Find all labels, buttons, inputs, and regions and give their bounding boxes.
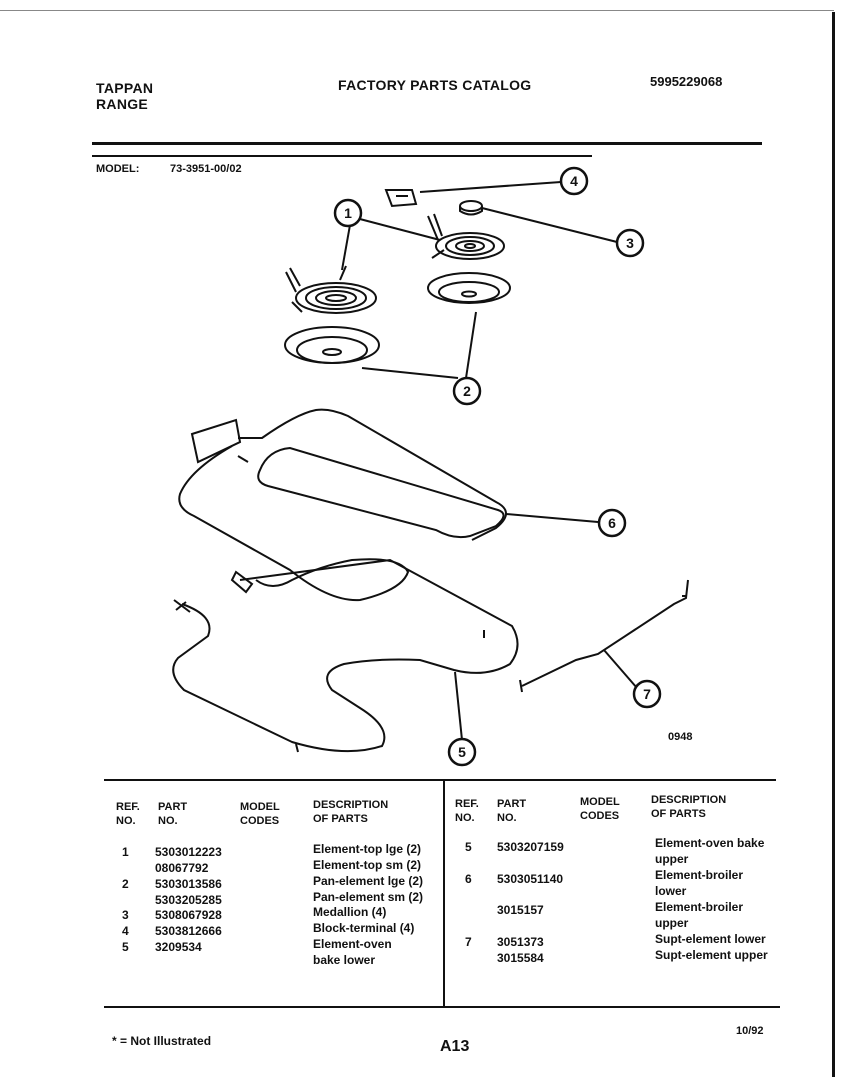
callout-4: 4 — [559, 166, 589, 196]
table-bottom-rule — [104, 1006, 780, 1008]
right-row-7-ref: 7 — [465, 935, 472, 949]
bake-element — [172, 558, 519, 753]
page-top-edge — [0, 10, 834, 11]
header-ref-no: REF.NO. — [116, 801, 140, 827]
page-number: A13 — [440, 1038, 470, 1055]
svg-text:4: 4 — [570, 173, 578, 189]
left-row-6-ref: 4 — [122, 924, 129, 938]
drip-pan-small — [427, 272, 511, 304]
leader-7 — [603, 649, 638, 689]
callout-6: 6 — [597, 508, 627, 538]
left-row-7-desc: Element-oven — [313, 937, 392, 951]
footnote: * = Not Illustrated — [112, 1034, 212, 1048]
catalog-title: FACTORY PARTS CATALOG — [338, 77, 532, 93]
right-row-5-desc: Element-broiler — [655, 900, 744, 914]
leader-3 — [481, 207, 618, 243]
right-row-3-part: 5303051140 — [497, 872, 564, 886]
right-row-2-desc: upper — [655, 852, 689, 866]
surface-element-small — [427, 213, 505, 260]
left-row-8-desc: bake lower — [313, 953, 376, 967]
left-row-5-part: 5308067928 — [155, 908, 222, 922]
page-right-border — [832, 12, 835, 1077]
left-row-6-part: 5303812666 — [155, 924, 222, 938]
right-row-1-part: 5303207159 — [497, 840, 564, 854]
leader-2b — [465, 311, 477, 379]
left-row-2-desc: Element-top sm (2) — [313, 858, 422, 872]
right-row-5-part: 3015157 — [497, 903, 544, 917]
table-top-rule — [104, 779, 776, 781]
left-row-3-part: 5303013586 — [155, 877, 222, 891]
svg-text:2: 2 — [463, 383, 471, 399]
left-row-4-part: 5303205285 — [155, 893, 222, 907]
left-row-7-part: 3209534 — [155, 940, 202, 954]
model-number: 73-3951-00/02 — [170, 163, 242, 175]
left-row-4-desc: Pan-element sm (2) — [313, 890, 424, 904]
medallion — [459, 200, 483, 216]
callout-7: 7 — [632, 679, 662, 709]
left-row-1-ref: 1 — [122, 845, 129, 859]
left-row-6-desc: Block-terminal (4) — [313, 921, 415, 935]
header-subrule — [92, 155, 592, 157]
svg-text:6: 6 — [608, 515, 616, 531]
header-rule — [92, 142, 762, 145]
leader-1b — [355, 217, 441, 241]
page-date: 10/92 — [736, 1025, 764, 1037]
element-support — [519, 579, 689, 693]
table-divider — [443, 781, 445, 1006]
right-row-7-part: 3051373 — [497, 935, 544, 949]
right-row-3-desc: Element-broiler — [655, 868, 744, 882]
right-row-1-desc: Element-oven bake — [655, 836, 765, 850]
surface-element-large — [285, 265, 377, 314]
left-row-5-desc: Medallion (4) — [313, 905, 387, 919]
svg-text:1: 1 — [344, 205, 352, 221]
right-row-8-desc: Supt-element upper — [655, 948, 768, 962]
brand-block: TAPPAN RANGE — [96, 80, 153, 112]
terminal-block — [384, 189, 418, 208]
leader-2a — [361, 367, 459, 379]
callout-5: 5 — [447, 737, 477, 767]
svg-text:5: 5 — [458, 744, 466, 760]
leader-6 — [505, 513, 599, 523]
model-label: MODEL: — [96, 163, 140, 175]
right-row-8-part: 3015584 — [497, 951, 544, 965]
brand-product: RANGE — [96, 96, 149, 112]
exploded-parts-diagram: 1 2 3 4 5 6 7 — [172, 166, 689, 767]
drip-pan-large — [284, 326, 380, 364]
header-ref-no-right: REF.NO. — [455, 798, 479, 824]
leader-5 — [454, 671, 463, 741]
brand-name: TAPPAN — [96, 80, 154, 96]
left-row-3-ref: 2 — [122, 877, 129, 891]
left-row-5-ref: 3 — [122, 908, 129, 922]
left-row-7-ref: 5 — [122, 940, 129, 954]
callout-2: 2 — [452, 376, 482, 406]
leader-4 — [419, 181, 562, 193]
left-row-3-desc: Pan-element lge (2) — [313, 874, 424, 888]
right-row-6-desc: upper — [655, 916, 689, 930]
svg-text:3: 3 — [626, 235, 634, 251]
right-row-3-ref: 6 — [465, 872, 472, 886]
catalog-number: 5995229068 — [650, 74, 723, 89]
right-row-4-desc: lower — [655, 884, 687, 898]
left-row-2-part: 08067792 — [155, 861, 209, 875]
left-row-1-part: 5303012223 — [155, 845, 222, 859]
right-row-1-ref: 5 — [465, 840, 472, 854]
broiler-element — [178, 408, 507, 602]
left-row-1-desc: Element-top lge (2) — [313, 842, 422, 856]
callout-3: 3 — [615, 228, 645, 258]
right-row-7-desc: Supt-element lower — [655, 932, 766, 946]
leader-1a — [341, 224, 351, 271]
svg-text:7: 7 — [643, 686, 651, 702]
callout-1: 1 — [333, 198, 363, 228]
figure-number: 0948 — [668, 731, 693, 743]
